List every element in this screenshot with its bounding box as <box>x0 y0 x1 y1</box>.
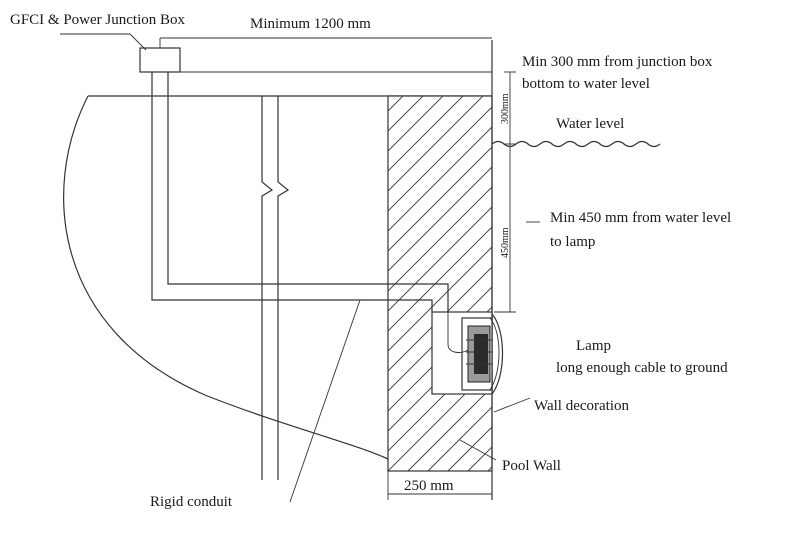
wall-hatch-line <box>388 126 492 232</box>
lamp-icon <box>461 313 504 395</box>
dim-300-label: 300mm <box>500 93 511 124</box>
junction-box-label: GFCI & Power Junction Box <box>10 12 186 28</box>
wall-hatch-line <box>388 96 464 172</box>
wall-hatch-line <box>0 71 388 471</box>
wall-hatch-line <box>388 106 492 212</box>
rigid-conduit-leader <box>289 299 361 503</box>
wall-hatch-line <box>388 186 492 292</box>
wall-hatch-line <box>388 346 492 452</box>
wall-hatch-line <box>388 366 492 471</box>
rigid-conduit-pipe <box>261 96 290 480</box>
dimension-250: 250 mm <box>387 471 492 500</box>
lamp-label: Lamp <box>576 338 611 354</box>
wall-hatch-line <box>388 286 492 392</box>
electrical-conduit <box>151 72 449 312</box>
pool-wall-label: Pool Wall <box>502 458 561 474</box>
junction-box-leader <box>60 33 147 51</box>
water-level-label: Water level <box>556 116 624 132</box>
wall-decoration-leader <box>493 397 531 413</box>
wall-hatch-line <box>388 266 492 372</box>
dim-450-label: 450mm <box>500 227 511 258</box>
lamp-cable-label: long enough cable to ground <box>556 360 728 376</box>
min-450-label-line1: Min 450 mm from water level <box>550 210 731 226</box>
wall-hatch-line <box>467 446 492 471</box>
dimension-300: 300mm <box>500 71 516 145</box>
wall-decoration-label: Wall decoration <box>534 398 630 414</box>
pool-wall-block <box>0 71 493 472</box>
wall-hatch-line <box>8 71 408 471</box>
junction-box-icon <box>139 47 181 73</box>
wall-hatch-line <box>388 246 492 352</box>
wall-hatch-line <box>388 306 492 412</box>
wall-hatch-line <box>388 226 492 332</box>
wall-hatch-line <box>0 71 368 471</box>
wall-hatch-line <box>388 146 492 252</box>
ground-outline <box>63 95 391 461</box>
water-level-wave <box>491 140 661 148</box>
min-300-label-line1: Min 300 mm from junction box <box>522 54 713 70</box>
dim-1200-label: Minimum 1200 mm <box>250 16 371 32</box>
wall-hatch-line <box>388 206 492 312</box>
wall-hatch-line <box>388 326 492 432</box>
min-450-label-line2: to lamp <box>550 234 595 250</box>
pool-wall-leader <box>459 439 497 461</box>
dimension-1200: Minimum 1200 mm <box>159 16 492 48</box>
min-300-label-line2: bottom to water level <box>522 76 650 92</box>
wall-hatch-line <box>388 96 404 112</box>
dim-250-label: 250 mm <box>404 478 454 494</box>
wall-hatch-line <box>388 96 444 152</box>
rigid-conduit-label: Rigid conduit <box>150 494 233 510</box>
wall-hatch-line <box>407 386 492 471</box>
lamp-cable <box>447 312 469 353</box>
dimension-450: 450mm <box>494 144 540 313</box>
wall-hatch-line <box>388 96 484 192</box>
